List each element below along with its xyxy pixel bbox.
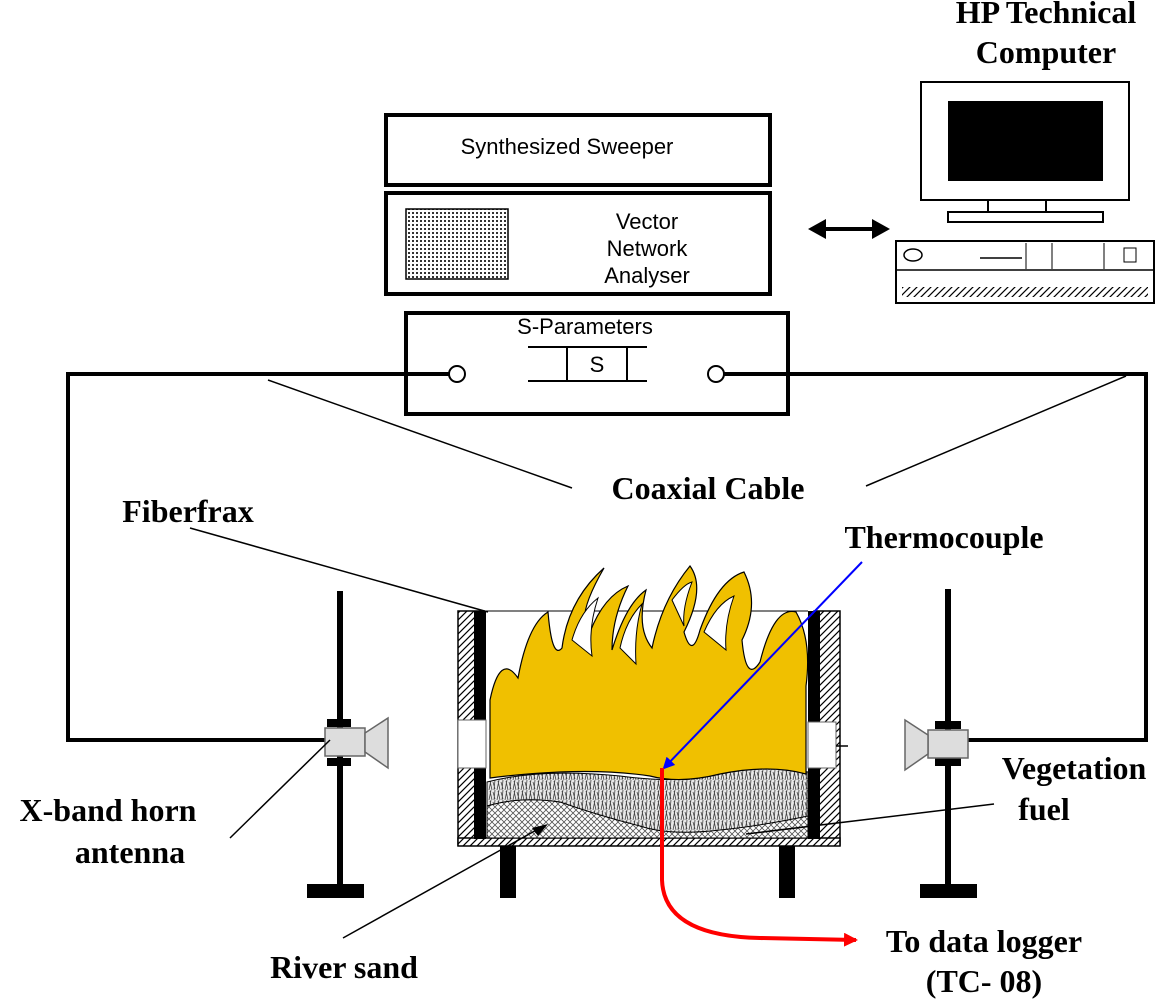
right-horn-antenna	[904, 718, 969, 772]
vna-label-line1: Vector	[616, 209, 678, 234]
computer-title-line1: HP Technical	[956, 0, 1137, 30]
river-sand-arrowhead	[532, 824, 548, 836]
data-logger-label-line1: To data logger	[886, 923, 1082, 959]
thermocouple-label: Thermocouple	[844, 519, 1043, 555]
flame-gaps	[571, 581, 735, 666]
s-parameters-test-set: S-Parameters S	[404, 311, 790, 416]
fiberfrax-pointer	[189, 527, 489, 613]
vna-label-line2: Network	[607, 236, 689, 261]
flames	[489, 565, 809, 781]
river-sand-label: River sand	[270, 949, 418, 985]
synthesized-sweeper: Synthesized Sweeper	[384, 113, 772, 187]
vegetation-label-line2: fuel	[1018, 791, 1070, 827]
coaxial-cables	[66, 372, 1148, 742]
vna-label-line3: Analyser	[604, 263, 690, 288]
sparams-label: S-Parameters	[517, 314, 653, 339]
fire-container	[457, 610, 848, 847]
computer-title-line2: Computer	[976, 34, 1116, 70]
vna-screen	[405, 208, 509, 280]
vegetation-label-line1: Vegetation	[1002, 750, 1147, 786]
s-symbol: S	[590, 352, 605, 377]
coaxial-cable-label: Coaxial Cable	[612, 470, 805, 506]
fiberfrax-label: Fiberfrax	[122, 493, 254, 529]
vegetation-fuel-layer	[486, 767, 809, 833]
coaxial-pointer-lines	[267, 375, 1127, 489]
data-logger-label-line2: (TC- 08)	[926, 963, 1042, 999]
vegetation-pointer	[745, 803, 995, 835]
thermocouple-wire	[660, 768, 858, 947]
horn-pointer	[229, 739, 331, 839]
container-leg-left	[500, 843, 516, 898]
thermocouple-pointer	[662, 561, 863, 770]
data-link-arrow	[808, 219, 890, 239]
port-2	[707, 365, 725, 383]
port-1	[448, 365, 466, 383]
horn-label-line1: X-band horn	[20, 792, 197, 828]
river-sand-pointer	[342, 827, 541, 939]
left-horn-antenna	[324, 716, 389, 770]
horn-label-line2: antenna	[75, 834, 185, 870]
vector-network-analyser: Vector Network Analyser	[384, 191, 772, 296]
computer-monitor	[920, 81, 1130, 223]
container-leg-right	[779, 843, 795, 898]
computer-base-unit	[895, 240, 1155, 304]
sweeper-label: Synthesized Sweeper	[461, 134, 674, 159]
